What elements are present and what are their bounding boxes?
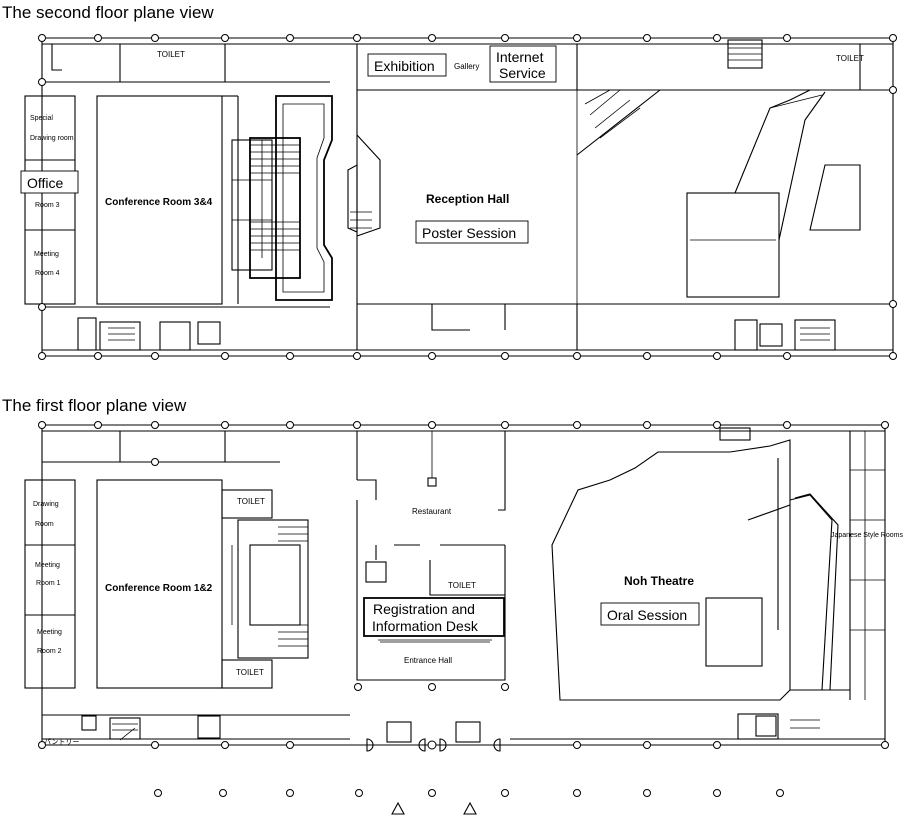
second-floor-right-area	[576, 89, 861, 298]
gallery-label: Gallery	[454, 62, 479, 71]
room3-label: Room 3	[35, 202, 60, 209]
noh-theatre-label: Noh Theatre	[624, 574, 694, 588]
first-floor-columns	[38, 421, 889, 797]
second-floor-staircase	[249, 95, 333, 301]
second-floor-title: The second floor plane view	[2, 3, 214, 22]
entrance-hall-label: Entrance Hall	[404, 656, 452, 665]
restaurant-label: Restaurant	[412, 507, 452, 516]
second-floor-left-rooms	[24, 95, 273, 305]
first-floor-center	[356, 500, 506, 681]
entrance-marker-left-icon	[391, 801, 405, 815]
second-floor-columns	[38, 34, 897, 360]
meeting1-label-line1: Meeting	[35, 562, 60, 569]
poster-session-label: Poster Session	[422, 225, 516, 241]
first-floor-title: The first floor plane view	[2, 396, 187, 415]
internet-label-line1: Internet	[496, 49, 544, 65]
oral-session-label: Oral Session	[607, 607, 687, 623]
second-floor-plan: TOILET TOILET Exhibition Gallery Interne…	[20, 34, 897, 360]
drawing-room-label-line2: Room	[35, 521, 54, 528]
meeting4-label-line1: Meeting	[34, 251, 59, 258]
meeting4-label-line2: Room 4	[35, 270, 60, 277]
first-floor-plan: Drawing Room Meeting Room 1 Meeting Room…	[24, 421, 903, 815]
first-floor-walls	[41, 424, 886, 746]
poster-session-box	[415, 220, 529, 244]
meeting1-label-line2: Room 1	[36, 580, 61, 587]
first-floor-noh-theatre	[551, 427, 885, 740]
second-floor-toilet-left-label: TOILET	[157, 50, 185, 59]
oral-session-box	[600, 602, 700, 626]
japanese-style-rooms-label: Japanese Style Rooms	[831, 532, 903, 539]
office-box	[20, 170, 79, 194]
first-floor-left-rooms	[24, 479, 309, 689]
exhibition-box	[367, 53, 447, 77]
second-floor-bottom-rooms	[77, 39, 836, 351]
second-floor-reception-details	[347, 134, 381, 237]
special-drawing-label-line2: Drawing room	[30, 135, 74, 142]
first-floor-toilet-top-label: TOILET	[237, 497, 265, 506]
pantry-label: パントリー	[44, 738, 79, 746]
exhibition-label: Exhibition	[374, 58, 435, 74]
conference-room-34-label: Conference Room 3&4	[105, 197, 213, 208]
special-drawing-label-line1: Special	[30, 115, 53, 122]
entrance-marker-right-icon	[463, 801, 477, 815]
office-label: Office	[27, 175, 64, 191]
first-floor-bottom-left	[81, 715, 221, 741]
first-floor-entrance	[366, 721, 501, 815]
conference-room-12-label: Conference Room 1&2	[105, 583, 213, 594]
registration-label-line2: Information Desk	[372, 618, 479, 634]
first-floor-toilet-bottom-label: TOILET	[236, 668, 264, 677]
first-floor-toilet-center-label: TOILET	[448, 581, 476, 590]
reception-hall-label: Reception Hall	[426, 192, 509, 206]
internet-label-line2: Service	[499, 65, 546, 81]
registration-label-line1: Registration and	[373, 601, 475, 617]
meeting2-label-line1: Meeting	[37, 629, 62, 636]
drawing-room-label-line1: Drawing	[33, 501, 59, 508]
second-floor-toilet-right-label: TOILET	[836, 54, 864, 63]
meeting2-label-line2: Room 2	[37, 648, 62, 655]
internet-service-box	[489, 45, 557, 83]
